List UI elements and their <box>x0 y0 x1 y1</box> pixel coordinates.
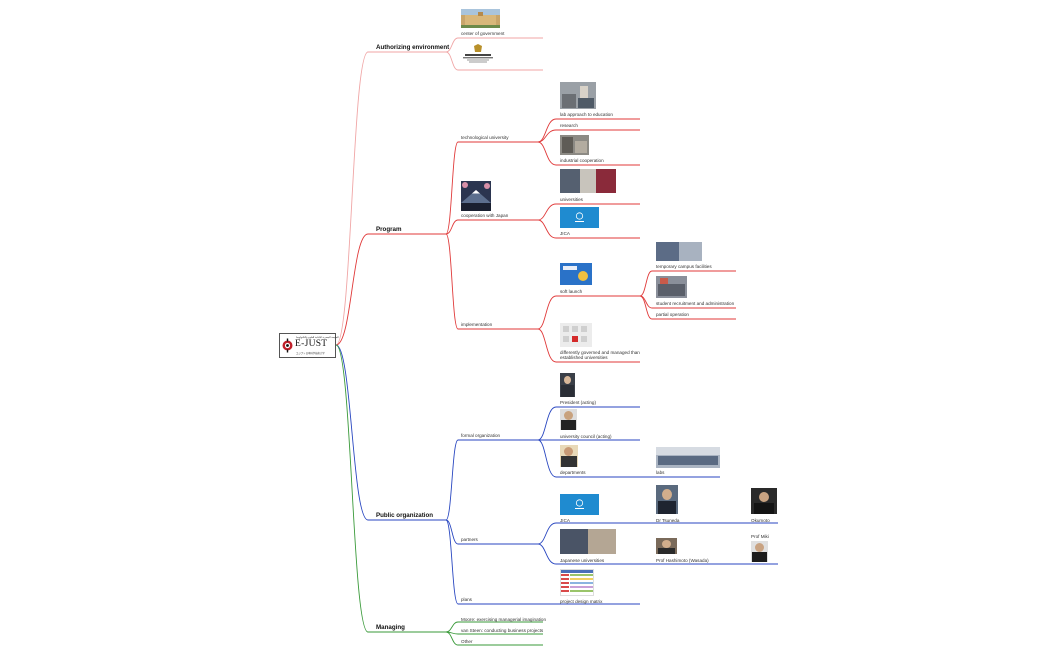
root-title: E-JUST <box>295 339 328 349</box>
node-labs[interactable]: labs <box>656 470 665 475</box>
node-japanese-universities[interactable]: Japanese universities <box>560 558 605 563</box>
node-project-design-matrix[interactable]: project design matrix <box>560 599 603 604</box>
node-formal-organization[interactable]: formal organization <box>461 433 501 438</box>
node-partners[interactable]: partners <box>461 537 478 542</box>
node-jica-partner[interactable]: JICA <box>560 518 570 523</box>
labs-group-photo-image <box>656 447 720 468</box>
node-van-steen[interactable]: van Steen: conducting business projects <box>461 628 544 633</box>
okumoto-portrait-image <box>751 488 777 514</box>
student-recruitment-image <box>656 276 687 298</box>
node-cooperation-with-japan[interactable]: cooperation with Japan <box>461 213 509 218</box>
universities-photo-image <box>560 169 616 193</box>
node-lab-approach[interactable]: lab approach to education <box>560 112 613 117</box>
node-research[interactable]: research <box>560 123 578 128</box>
program-branch-lines <box>335 118 736 363</box>
node-other[interactable]: Other <box>461 639 473 644</box>
node-plans[interactable]: plans <box>461 597 472 602</box>
node-prof-miki[interactable]: Prof Miki <box>751 534 769 539</box>
node-partial-operation[interactable]: partial operation <box>656 312 689 317</box>
root-japanese-name: エジプト日本科学技術大学 <box>296 352 325 355</box>
topic-program[interactable]: Program <box>376 226 402 233</box>
public-org-branch-lines <box>335 344 778 605</box>
node-universities[interactable]: universities <box>560 197 583 202</box>
council-portrait-image <box>560 409 577 430</box>
egypt-ministry-emblem-image <box>461 44 495 66</box>
node-student-recruitment[interactable]: student recruitment and administration <box>656 301 735 306</box>
mount-fuji-image <box>461 181 491 211</box>
node-university-council[interactable]: university council (acting) <box>560 434 612 439</box>
topic-public-organization[interactable]: Public organization <box>376 512 434 519</box>
hashimoto-portrait-image <box>656 538 677 554</box>
soft-launch-image <box>560 263 592 285</box>
node-dr-tsuneda[interactable]: Dr Tsuneda <box>656 518 680 523</box>
node-okumoto[interactable]: Okumoto <box>751 518 770 523</box>
node-differently-governed[interactable]: differently governed and managed than es… <box>560 350 640 361</box>
industrial-photo-image <box>560 135 589 155</box>
node-temporary-campus[interactable]: temporary campus facilities <box>656 264 712 269</box>
node-departments[interactable]: departments <box>560 470 586 475</box>
jica-logo-image-2 <box>560 494 599 515</box>
node-jica[interactable]: JICA <box>560 231 570 236</box>
different-governance-image <box>560 323 592 347</box>
lab-photo-image <box>560 82 596 109</box>
authorizing-branch-lines <box>335 37 543 346</box>
node-soft-launch[interactable]: soft launch <box>560 289 583 294</box>
project-design-matrix-image <box>560 569 594 596</box>
root-arabic-name: الجامعة المصرية اليابانية للعلوم والتكنو… <box>296 335 339 339</box>
ejust-logo-icon <box>282 338 293 353</box>
topic-managing[interactable]: Managing <box>376 624 405 631</box>
root-node-ejust[interactable]: الجامعة المصرية اليابانية للعلوم والتكنو… <box>279 333 339 358</box>
node-prof-hashimoto[interactable]: Prof Hashimoto (Wasada) <box>656 558 709 563</box>
node-moore[interactable]: Moore: exercising managerial imagination <box>461 617 547 622</box>
government-building-image <box>461 9 500 28</box>
node-center-of-government[interactable]: center of government <box>461 31 505 36</box>
node-president[interactable]: President (acting) <box>560 400 597 405</box>
tsuneda-portrait-image <box>656 485 678 514</box>
campus-facilities-image <box>656 242 702 261</box>
node-implementation[interactable]: implementation <box>461 322 493 327</box>
president-portrait-image <box>560 373 575 397</box>
node-industrial-cooperation[interactable]: industrial cooperation <box>560 158 604 163</box>
node-technological-university[interactable]: technological university <box>461 135 509 140</box>
japanese-universities-photo-image <box>560 529 616 554</box>
topic-authorizing-environment[interactable]: Authorizing environment <box>376 44 450 51</box>
departments-portrait-image <box>560 445 578 467</box>
miki-portrait-image <box>751 541 768 562</box>
managing-branch-lines <box>335 344 543 646</box>
jica-logo-image <box>560 207 599 228</box>
